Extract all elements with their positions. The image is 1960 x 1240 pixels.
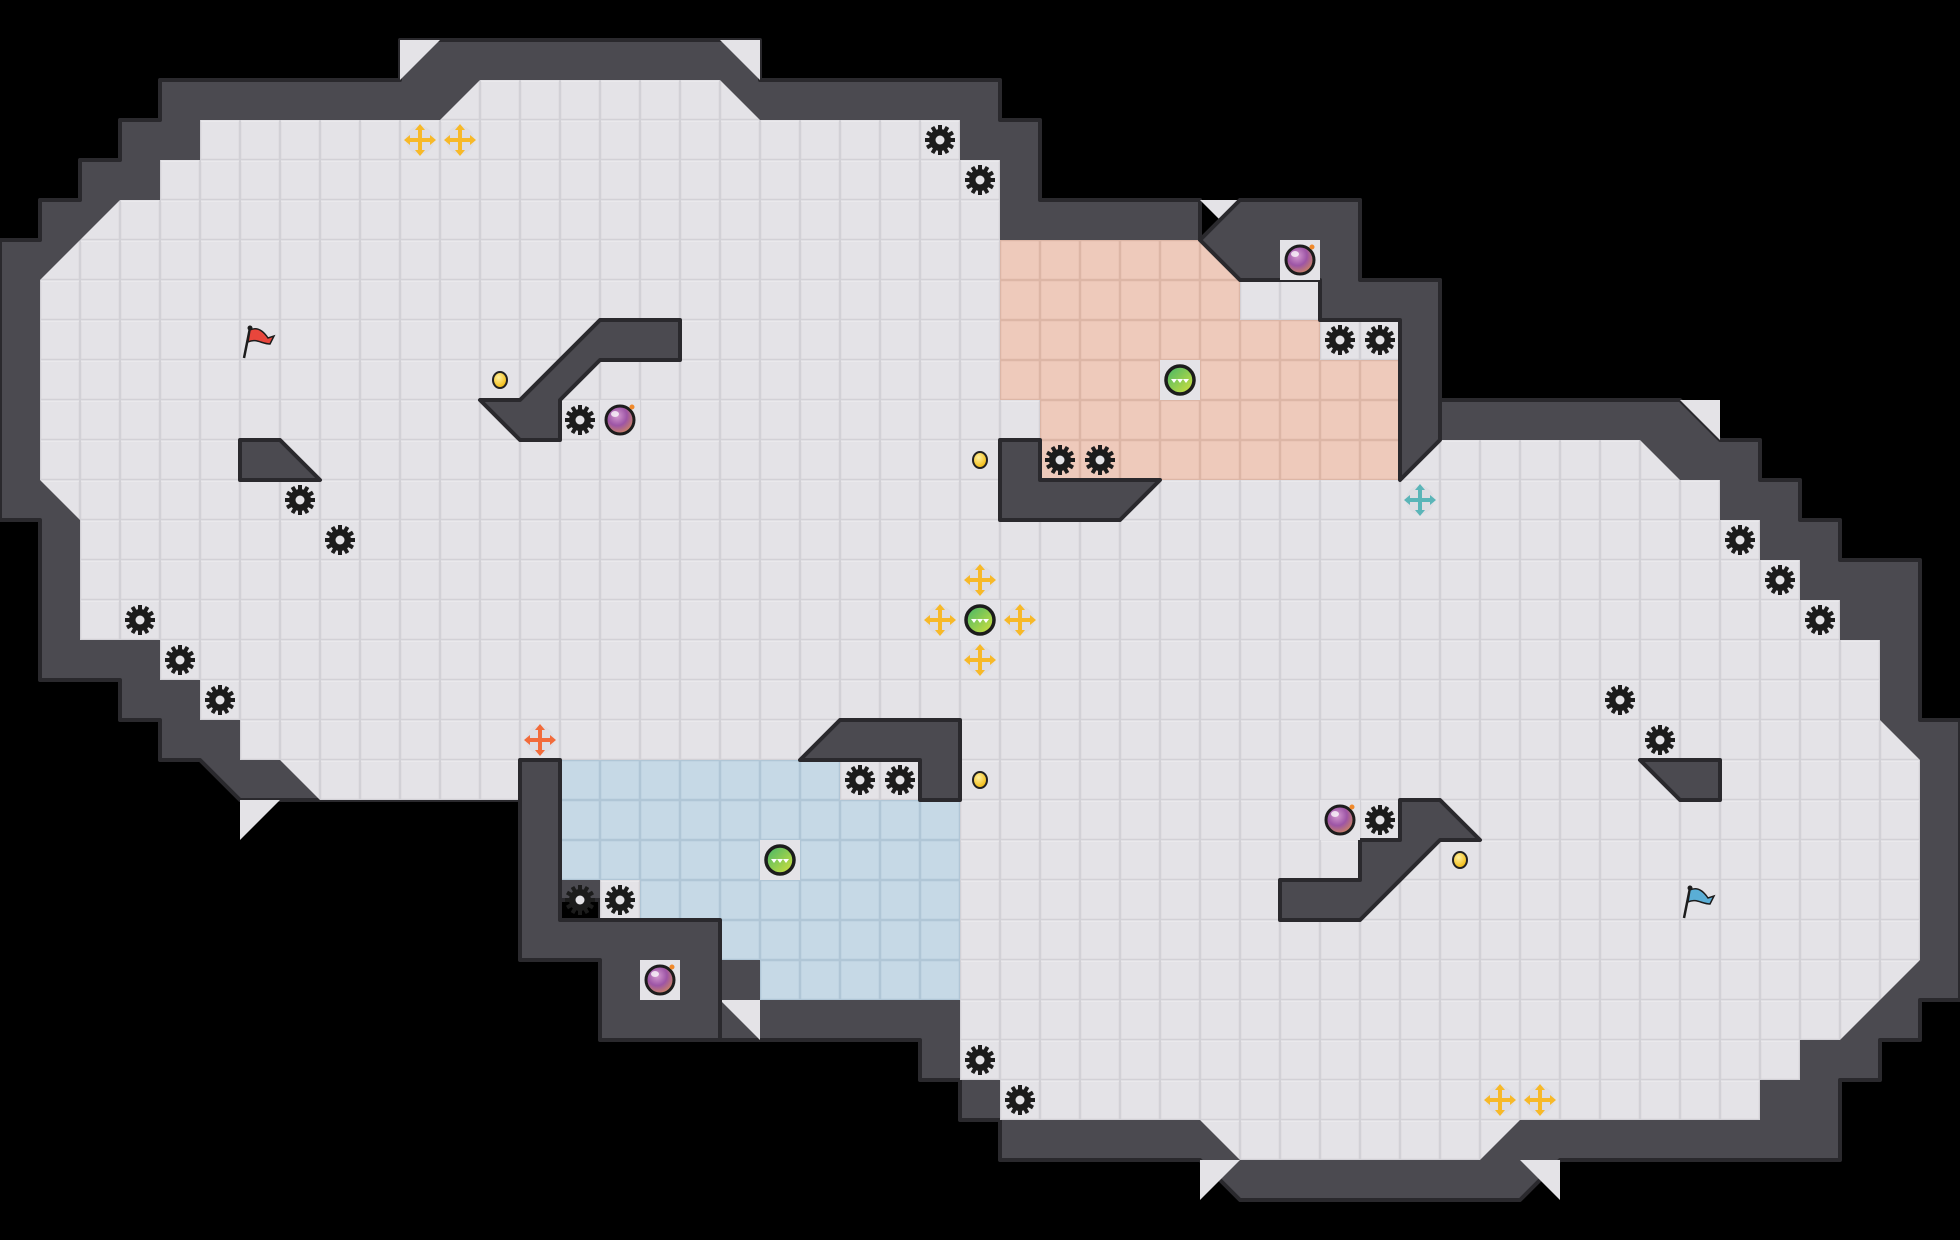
coin-icon[interactable] (1452, 851, 1468, 869)
wall-upper-mid (998, 438, 1162, 522)
blue-flag[interactable] (1682, 885, 1716, 919)
coin-icon[interactable] (972, 451, 988, 469)
bomb-icon[interactable] (638, 958, 682, 1002)
orb-icon[interactable] (758, 838, 802, 882)
wall-right-stub (1638, 758, 1722, 802)
wall-bomb-box-top (1198, 198, 1442, 482)
wall-lower-right-ramp (1278, 798, 1482, 922)
orb-icon[interactable] (1158, 358, 1202, 402)
wall-upper-left-ramp (478, 318, 682, 442)
bomb-icon[interactable] (1318, 798, 1362, 842)
red-flag[interactable] (242, 325, 276, 359)
bomb-icon[interactable] (1278, 238, 1322, 282)
wall-lower-mid (798, 718, 962, 802)
wall-left-stub (238, 438, 322, 482)
bomb-icon[interactable] (598, 398, 642, 442)
coin-icon[interactable] (972, 771, 988, 789)
orb-icon[interactable] (958, 598, 1002, 642)
coin-icon[interactable] (492, 371, 508, 389)
